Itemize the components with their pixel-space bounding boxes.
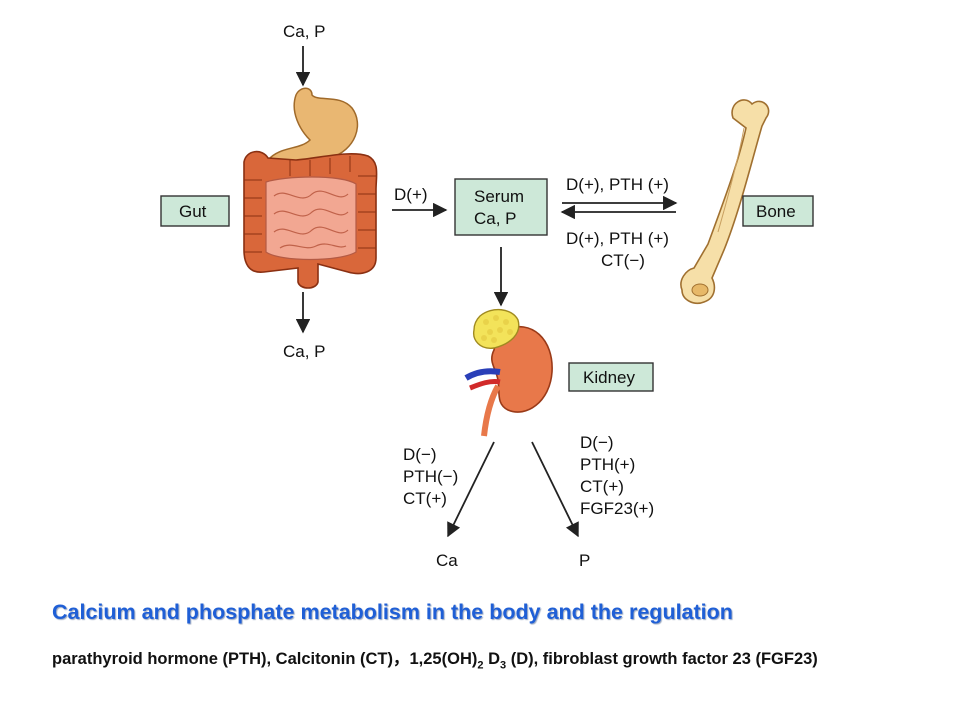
caption-subtitle-part-1: parathyroid hormone (PTH), Calcitonin (C… <box>52 650 478 668</box>
kidney-p-label-2: PTH(+) <box>580 455 635 474</box>
gut-to-serum-label: D(+) <box>394 185 428 204</box>
bone-to-serum-label-2: CT(−) <box>601 251 645 270</box>
caption-subscript-3: 3 <box>499 659 507 672</box>
kidney-ca-label-2: PTH(−) <box>403 467 458 486</box>
bone-to-serum-label-1: D(+), PTH (+) <box>566 229 669 248</box>
kidney-ca-label-1: D(−) <box>403 445 437 464</box>
kidney-ca-label-3: CT(+) <box>403 489 447 508</box>
kidney-p-label-1: D(−) <box>580 433 614 452</box>
caption-subscript-2: 2 <box>477 659 484 672</box>
serum-box-line1: Serum <box>474 187 524 206</box>
gut-box-label: Gut <box>179 202 207 221</box>
kidney-box <box>568 362 654 392</box>
kidney-to-p-arrow <box>531 441 579 538</box>
serum-to-bone-label: D(+), PTH (+) <box>566 175 669 194</box>
caption-subtitle-part-3: (D), fibroblast growth factor 23 (FGF23) <box>506 650 818 668</box>
stomach-intestine-icon <box>243 87 378 289</box>
kidney-p-label-4: FGF23(+) <box>580 499 654 518</box>
bone-box-label: Bone <box>756 202 796 221</box>
gut-output-label: Ca, P <box>283 342 326 361</box>
gut-box <box>160 195 230 227</box>
bone-box <box>742 195 814 227</box>
kidney-parathyroid-icon <box>464 309 553 437</box>
bone-icon <box>680 99 770 305</box>
kidney-box-label: Kidney <box>583 368 635 387</box>
caption-subtitle: parathyroid hormone (PTH), Calcitonin (C… <box>52 648 912 676</box>
output-ca-label: Ca <box>436 551 458 570</box>
serum-box <box>454 178 548 236</box>
output-p-label: P <box>579 551 590 570</box>
kidney-to-ca-arrow <box>447 441 495 538</box>
kidney-p-label-3: CT(+) <box>580 477 624 496</box>
caption-subtitle-part-2: D <box>483 650 500 668</box>
serum-box-line2: Ca, P <box>474 209 517 228</box>
caption-title: Calcium and phosphate metabolism in the … <box>52 600 733 624</box>
gut-input-label: Ca, P <box>283 22 326 41</box>
calcium-phosphate-diagram: Ca, P Gut Ca, P D(+) <box>160 22 814 570</box>
